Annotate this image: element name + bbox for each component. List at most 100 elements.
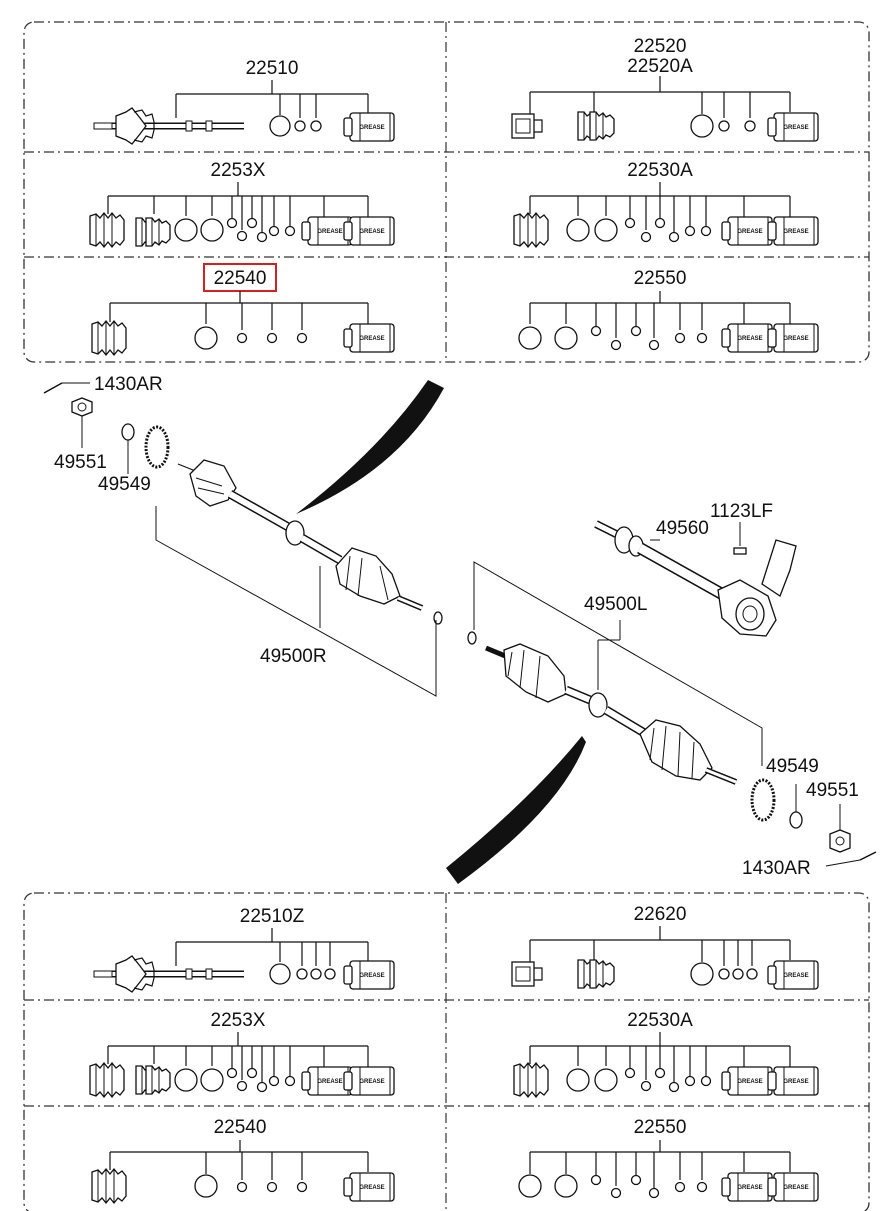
part-number-22530A: 22530A — [627, 1010, 693, 1031]
boot-icon — [513, 212, 549, 248]
boot-icon — [89, 1062, 125, 1098]
kit-22530A-bottom[interactable]: 22530A GREASE GREASE — [513, 1010, 819, 1098]
boot-icon — [513, 1062, 549, 1098]
ring-icon — [296, 968, 308, 980]
boot-icon — [589, 959, 615, 989]
part-number-22620: 22620 — [634, 904, 687, 925]
part-number-1430AR: 1430AR — [742, 858, 811, 879]
ring-icon — [236, 1181, 248, 1193]
part-number-22550: 22550 — [634, 1117, 687, 1138]
grease-label: GREASE — [783, 1079, 808, 1085]
boot-icon — [91, 1168, 127, 1204]
ring-icon — [310, 968, 322, 980]
kit-2253X-bottom[interactable]: 2253X GREASE GREASE — [89, 1010, 395, 1098]
driveshaft-49500L[interactable]: 49500L — [467, 561, 763, 785]
kit-22620[interactable]: 22620 GREASE — [511, 904, 819, 990]
bolt-1123LF[interactable]: 1123LF — [710, 501, 773, 555]
boot-icon — [145, 217, 171, 247]
grease-label: GREASE — [783, 125, 808, 131]
ring-icon — [640, 1080, 652, 1092]
cv-shaft-icon — [94, 108, 244, 144]
ring-icon — [594, 1068, 618, 1092]
ring-icon — [226, 217, 238, 229]
part-49551-left[interactable]: 49551 — [54, 397, 107, 473]
ring-icon — [654, 217, 666, 229]
ring-icon — [554, 326, 578, 350]
divider-arc — [296, 380, 444, 514]
grease-label: GREASE — [783, 1185, 808, 1191]
grease-label: GREASE — [737, 1079, 762, 1085]
part-number-2253X: 2253X — [211, 160, 266, 181]
ring-icon — [200, 1068, 224, 1092]
kit-22540-bottom[interactable]: 22540 GREASE — [91, 1117, 395, 1204]
ring-icon — [746, 968, 758, 980]
ring-icon — [690, 962, 714, 986]
ring-icon — [674, 332, 686, 344]
part-49551-right[interactable]: 49551 — [789, 780, 859, 853]
ring-icon — [269, 963, 291, 985]
ring-icon — [684, 225, 696, 237]
intermediate-shaft-49560[interactable]: 49560 — [594, 518, 797, 637]
grease-label: GREASE — [783, 336, 808, 342]
part-number-49500L: 49500L — [584, 594, 647, 615]
ring-icon — [630, 325, 642, 337]
grease-label: GREASE — [737, 336, 762, 342]
part-number-22550: 22550 — [634, 268, 687, 289]
ring-icon — [518, 1174, 542, 1198]
ring-icon — [296, 1181, 308, 1193]
ring-icon — [674, 1181, 686, 1193]
part-number-49551: 49551 — [806, 780, 859, 801]
ring-icon — [256, 231, 268, 243]
ring-icon — [696, 332, 708, 344]
ring-icon — [566, 218, 590, 242]
kit-22510[interactable]: 22510 GREASE — [94, 58, 395, 144]
ring-icon — [690, 114, 714, 138]
ring-icon — [648, 339, 660, 351]
ring-icon — [668, 231, 680, 243]
grease-label: GREASE — [359, 973, 384, 979]
driveshaft-49500R[interactable]: 49500R — [155, 459, 443, 697]
part-number-1123LF: 1123LF — [710, 501, 773, 522]
ring-icon — [594, 218, 618, 242]
part-number-49500R: 49500R — [260, 646, 327, 667]
boot-icon — [589, 111, 615, 141]
ring-icon — [696, 1181, 708, 1193]
part-number-1430AR: 1430AR — [94, 374, 163, 395]
tone-ring-right[interactable] — [750, 778, 776, 822]
kit-2253X[interactable]: 2253X GREASE GREASE — [89, 160, 395, 248]
part-number-49560: 49560 — [656, 518, 709, 539]
part-number-22540: 22540 — [214, 1117, 267, 1138]
grease-label: GREASE — [359, 1079, 384, 1085]
ring-icon — [194, 1174, 218, 1198]
ring-icon — [236, 230, 248, 242]
ring-icon — [256, 1081, 268, 1093]
part-49549-right[interactable]: 49549 — [766, 756, 819, 777]
ring-icon — [236, 1080, 248, 1092]
ring-icon — [296, 332, 308, 344]
kit-22530A[interactable]: 22530A GREASE GREASE — [513, 160, 819, 248]
kit-22550-bottom[interactable]: 22550 GREASE GREASE — [518, 1117, 819, 1202]
ring-icon — [566, 1068, 590, 1092]
ring-icon — [266, 332, 278, 344]
ring-icon — [610, 339, 622, 351]
tripod-joint-icon — [511, 113, 543, 139]
tone-ring-left[interactable] — [144, 425, 170, 469]
ring-icon — [718, 120, 730, 132]
part-number-22510: 22510 — [246, 58, 299, 79]
ring-icon — [590, 1174, 602, 1186]
kit-22550[interactable]: 22550 GREASE GREASE — [518, 268, 819, 353]
ring-icon — [174, 1068, 198, 1092]
ring-icon — [684, 1075, 696, 1087]
ring-icon — [194, 326, 218, 350]
ring-icon — [654, 1067, 666, 1079]
part-1430AR-right[interactable]: 1430AR — [742, 851, 877, 879]
ring-icon — [554, 1174, 578, 1198]
kit-22540[interactable]: 22540 GREASE — [91, 263, 395, 356]
kit-22520[interactable]: 22520 22520A GREASE — [511, 36, 819, 142]
part-1430AR-left[interactable]: 1430AR — [43, 374, 163, 395]
ring-icon — [246, 217, 258, 229]
ring-icon — [668, 1081, 680, 1093]
kit-22510Z[interactable]: 22510Z GREASE — [94, 906, 395, 992]
part-49549-left[interactable]: 49549 — [98, 423, 151, 495]
grease-label: GREASE — [359, 336, 384, 342]
